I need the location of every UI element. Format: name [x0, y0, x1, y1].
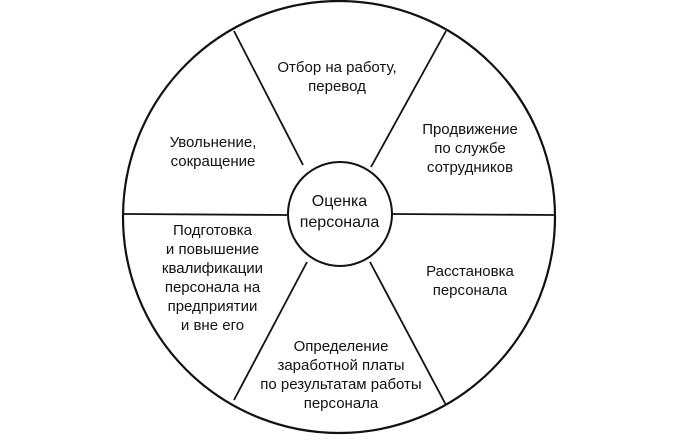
- segment-line: предприятии: [167, 298, 258, 315]
- spoke-upper-right: [370, 30, 447, 168]
- segment-left-label: Подготовка и повышение квалификации перс…: [135, 221, 290, 335]
- segment-line: сокращение: [170, 153, 256, 170]
- segment-line: Определение: [293, 338, 389, 355]
- segment-line: и вне его: [180, 317, 245, 334]
- segment-line: Подготовка: [173, 222, 252, 239]
- spoke-right: [392, 213, 556, 216]
- hub-label: Оценка персонала: [282, 191, 397, 233]
- segment-line: персонала: [303, 395, 379, 412]
- spoke-lower-right: [369, 261, 447, 406]
- hub-label-line: персонала: [299, 214, 380, 231]
- segment-line: по службе: [434, 140, 506, 157]
- spoke-upper-left: [233, 30, 304, 166]
- segment-line: персонала: [432, 282, 508, 299]
- segment-line: Отбор на работу,: [277, 59, 397, 76]
- segment-line: персонала на: [164, 279, 261, 296]
- segment-bottom-label: Определение заработной платы по результа…: [236, 337, 446, 413]
- segment-line: сотрудников: [426, 159, 514, 176]
- segment-lower-right-label: Расстановка персонала: [395, 262, 545, 300]
- spoke-left: [122, 213, 288, 216]
- spokes: [122, 30, 556, 406]
- segment-upper-right-label: Продвижение по службе сотрудников: [395, 120, 545, 177]
- segment-line: квалификации: [161, 260, 264, 277]
- spoke-lower-left: [233, 261, 308, 401]
- segment-line: Продвижение: [422, 121, 518, 138]
- segment-line: и повышение: [165, 241, 260, 258]
- segment-upper-left-label: Увольнение, сокращение: [138, 133, 288, 171]
- segment-line: заработной платы: [277, 357, 405, 374]
- segment-line: перевод: [308, 78, 366, 95]
- segment-line: Расстановка: [426, 263, 514, 280]
- hub-circle: [287, 161, 393, 267]
- segment-top-label: Отбор на работу, перевод: [252, 58, 422, 96]
- segment-line: Увольнение,: [169, 134, 257, 151]
- segment-line: по результатам работы: [260, 376, 422, 393]
- hub-label-line: Оценка: [311, 193, 368, 210]
